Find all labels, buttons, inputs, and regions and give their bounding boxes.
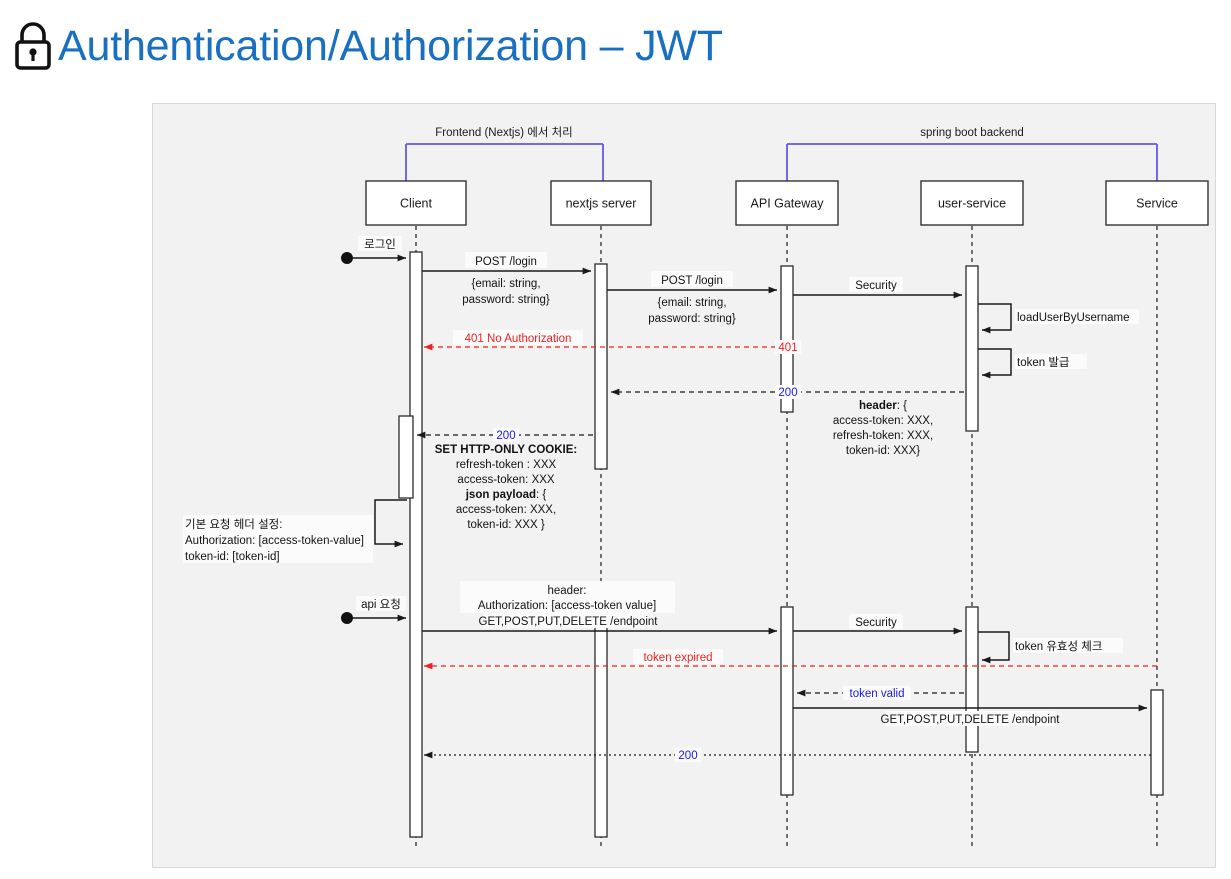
self-message-label-token-validity: token 유효성 체크 xyxy=(1015,640,1102,653)
message-label-endpoint-2: GET,POST,PUT,DELETE /endpoint xyxy=(881,714,1061,726)
message-label-token-valid: token valid xyxy=(850,688,905,700)
lifeline-label-api-gateway: API Gateway xyxy=(751,196,825,210)
note-cookie-json-suffix: : { xyxy=(536,489,546,501)
lifeline-label-client: Client xyxy=(400,196,432,210)
group-label-backend: spring boot backend xyxy=(920,127,1024,139)
group-label-frontend: Frontend (Nextjs) 에서 처리 xyxy=(435,126,573,139)
note-default-header-line-2: Authorization: [access-token-value] xyxy=(185,535,364,547)
self-message-loaduserbyusername: loadUserByUsername xyxy=(978,303,1139,334)
activation-client-nested xyxy=(398,415,414,499)
message-200-final: 200 xyxy=(423,748,1151,762)
note-cookie-access-token: access-token: XXX xyxy=(457,474,554,486)
note-default-header-line-1: 기본 요청 헤더 설정: xyxy=(185,518,282,531)
self-message-label-token-issue: token 발급 xyxy=(1017,356,1070,369)
actor-entry-login: 로그인 xyxy=(341,236,407,264)
message-label-security-1: Security xyxy=(855,280,897,292)
activation-userservice-2 xyxy=(965,606,979,753)
activation-gateway-2 xyxy=(780,606,794,796)
message-label-security-2: Security xyxy=(855,617,897,629)
message-token-valid: token valid xyxy=(796,686,964,700)
activation-nextjs-1 xyxy=(594,263,608,470)
message-200-userservice-to-nextjs: 200 xyxy=(610,385,964,399)
sequence-diagram-frame: Frontend (Nextjs) 에서 처리 spring boot back… xyxy=(152,103,1216,868)
activation-gateway-1 xyxy=(780,265,794,413)
message-200-nextjs-to-client: 200 xyxy=(416,428,593,442)
note-header-key: header xyxy=(859,400,897,412)
lock-icon xyxy=(15,22,51,70)
actor-label-api-request: api 요청 xyxy=(361,598,401,611)
actor-label-login: 로그인 xyxy=(364,238,396,251)
page-title: Authentication/Authorization – JWT xyxy=(58,21,723,70)
message-body-login-1-line1: {email: string, xyxy=(471,278,540,290)
message-label-token-expired: token expired xyxy=(643,652,712,664)
lifeline-head-nextjs-server[interactable]: nextjs server xyxy=(550,180,652,226)
message-label-401: 401 xyxy=(778,342,797,354)
self-message-label-loaduserbyusername: loadUserByUsername xyxy=(1017,312,1130,324)
note-header-response: header: { access-token: XXX, refresh-tok… xyxy=(833,400,933,457)
activation-nextjs-2 xyxy=(594,617,608,838)
note-header-line-token-id: token-id: XXX} xyxy=(846,445,920,457)
activation-client-main xyxy=(409,251,423,838)
note-header-suffix: : { xyxy=(897,400,907,412)
sequence-diagram-canvas: Frontend (Nextjs) 에서 처리 spring boot back… xyxy=(183,126,1209,849)
message-label-post-login-1: POST /login xyxy=(475,256,537,268)
note-set-cookie: SET HTTP-ONLY COOKIE: refresh-token : XX… xyxy=(435,444,578,531)
note-api-header-line-1: header: xyxy=(547,585,586,597)
message-client-to-nextjs-login: POST /login {email: string, password: st… xyxy=(422,252,592,306)
svg-text:json payload: {: json payload: { xyxy=(465,489,547,501)
note-api-header-line-2: Authorization: [access-token value] xyxy=(478,600,656,612)
note-header-line-access-token: access-token: XXX, xyxy=(833,415,933,427)
message-gateway-to-userservice-security: Security xyxy=(793,277,963,299)
message-label-200-b: 200 xyxy=(496,430,515,442)
message-body-login-1-line2: password: string} xyxy=(462,294,550,306)
note-cookie-title: SET HTTP-ONLY COOKIE: xyxy=(435,444,578,456)
lifeline-label-user-service: user-service xyxy=(938,196,1006,210)
lifeline-head-client[interactable]: Client xyxy=(365,180,467,226)
lifeline-head-service[interactable]: Service xyxy=(1105,180,1209,226)
message-401-no-authorization: 401 No Authorization 401 xyxy=(423,330,801,354)
note-default-header-line-3: token-id: [token-id] xyxy=(185,551,280,563)
note-cookie-refresh-token: refresh-token : XXX xyxy=(456,459,557,471)
note-cookie-payload-access-token: access-token: XXX, xyxy=(456,504,556,516)
message-nextjs-to-gateway-login: POST /login {email: string, password: st… xyxy=(607,271,778,325)
message-client-to-gateway-endpoint: GET,POST,PUT,DELETE /endpoint xyxy=(422,613,778,635)
note-api-request-header: header: Authorization: [access-token val… xyxy=(460,581,675,613)
message-label-200-a: 200 xyxy=(778,387,797,399)
note-header-line-refresh-token: refresh-token: XXX, xyxy=(833,430,933,442)
actor-entry-api-request: api 요청 xyxy=(341,596,407,624)
message-label-post-login-2: POST /login xyxy=(661,275,723,287)
lifeline-head-user-service[interactable]: user-service xyxy=(920,180,1024,226)
note-cookie-json-key: json payload xyxy=(465,489,536,501)
lifeline-label-nextjs-server: nextjs server xyxy=(566,196,637,210)
message-label-endpoint-1: GET,POST,PUT,DELETE /endpoint xyxy=(479,616,659,628)
message-gateway-to-service-endpoint: GET,POST,PUT,DELETE /endpoint xyxy=(793,704,1148,726)
message-body-login-2-line2: password: string} xyxy=(648,313,736,325)
message-gateway-to-userservice-security-2: Security xyxy=(793,614,963,635)
note-default-request-header: 기본 요청 헤더 설정: Authorization: [access-toke… xyxy=(183,499,407,563)
message-token-expired: token expired xyxy=(423,649,1157,670)
group-backend: spring boot backend xyxy=(786,127,1158,181)
activation-userservice-1 xyxy=(965,265,979,432)
self-message-token-issue: token 발급 xyxy=(978,348,1087,379)
page-header: Authentication/Authorization – JWT xyxy=(0,0,1231,92)
lifeline-label-service: Service xyxy=(1136,196,1178,210)
activation-service-1 xyxy=(1150,689,1164,796)
group-frontend: Frontend (Nextjs) 에서 처리 xyxy=(405,126,604,181)
message-label-401-full: 401 No Authorization xyxy=(465,333,572,345)
lifeline-head-api-gateway[interactable]: API Gateway xyxy=(735,180,839,226)
message-body-login-2-line1: {email: string, xyxy=(657,297,726,309)
self-message-token-validity-check: token 유효성 체크 xyxy=(978,631,1123,664)
svg-text:header: {: header: { xyxy=(859,400,907,412)
note-cookie-payload-token-id: token-id: XXX } xyxy=(467,519,545,531)
message-label-200-final: 200 xyxy=(678,750,697,762)
